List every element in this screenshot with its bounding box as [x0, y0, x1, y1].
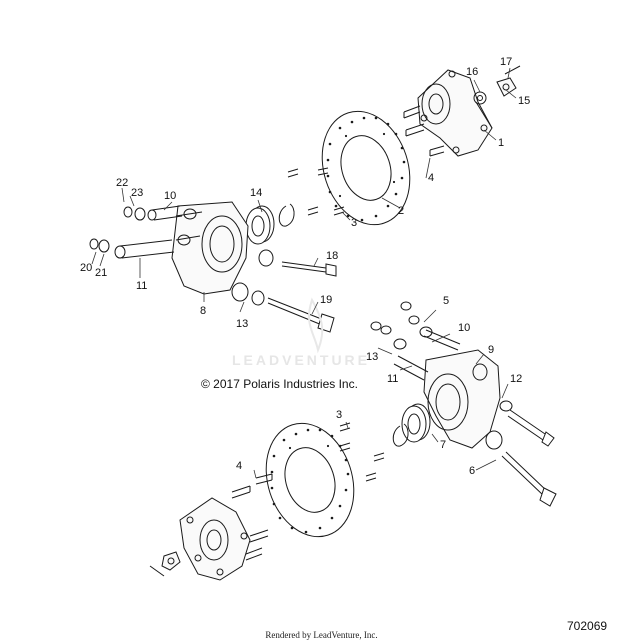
knuckle-lower	[423, 349, 503, 450]
callout-10: 10	[164, 190, 177, 202]
hub-lower-nut	[149, 551, 181, 577]
callout-19: 19	[320, 294, 333, 306]
drawing-number: 702069	[567, 619, 608, 633]
callout-17: 17	[500, 56, 513, 68]
callout-3-lower: 3	[336, 409, 343, 421]
disc-lower-bolts	[339, 422, 385, 482]
bearing-upper	[245, 205, 275, 245]
callout-18: 18	[326, 250, 339, 262]
callout-22: 22	[116, 177, 129, 189]
hub-upper	[417, 69, 493, 157]
callout-14: 14	[250, 187, 263, 199]
callout-10-lower: 10	[458, 322, 471, 334]
callout-8: 8	[200, 305, 207, 317]
knuckle-upper	[171, 201, 274, 302]
callout-2: 2	[398, 205, 405, 217]
callout-13: 13	[236, 318, 249, 330]
circlip-lower	[392, 423, 409, 447]
rendered-by-credit: Rendered by LeadVenture, Inc.	[265, 630, 378, 640]
circlip-upper	[278, 203, 295, 227]
callout-20: 20	[80, 262, 93, 274]
callout-15: 15	[518, 95, 531, 107]
callout-1: 1	[498, 137, 505, 149]
bushings-upper	[89, 206, 265, 306]
pin-upper-long	[114, 239, 175, 259]
bearing-lower	[401, 403, 431, 443]
hub-lower-studs	[231, 473, 273, 561]
callout-21: 21	[95, 267, 108, 279]
callout-9: 9	[488, 344, 495, 356]
callout-5: 5	[443, 295, 450, 307]
brake-disc-lower	[265, 422, 355, 538]
hub-lower	[179, 497, 251, 581]
watermark-text: LEADVENTURE	[232, 352, 371, 368]
hub-upper-nut	[473, 65, 521, 105]
callout-6: 6	[469, 465, 476, 477]
leader-lines	[91, 67, 517, 479]
callout-4: 4	[428, 172, 435, 184]
callout-4-lower: 4	[236, 460, 243, 472]
callout-23: 23	[131, 187, 144, 199]
callout-3: 3	[351, 217, 358, 229]
watermark-logo-shape	[308, 297, 324, 354]
disc-upper-bolts	[287, 167, 345, 216]
callout-7: 7	[440, 439, 447, 451]
callout-11-lower: 11	[387, 373, 399, 385]
copyright-notice: © 2017 Polaris Industries Inc.	[201, 377, 358, 391]
callout-13-lower: 13	[366, 351, 379, 363]
lower-bushings-bolts	[370, 301, 557, 507]
hub-upper-studs	[403, 105, 445, 157]
bolt-18	[281, 261, 337, 277]
callout-12: 12	[510, 373, 523, 385]
callout-11: 11	[136, 280, 148, 292]
callout-16: 16	[466, 66, 479, 78]
brake-disc-upper	[321, 110, 411, 226]
